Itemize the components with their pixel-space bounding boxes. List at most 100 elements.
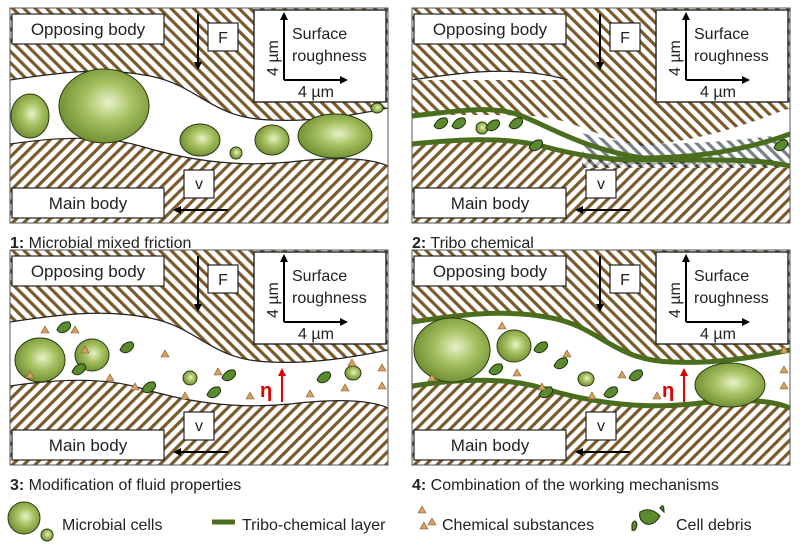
roughness-label-2: roughness (694, 48, 769, 65)
velocity-box (585, 411, 617, 441)
main-body-box (413, 187, 567, 219)
panel-caption-text: Tribo chemical (426, 235, 534, 252)
velocity-label: v (597, 418, 605, 435)
chemical-substance (652, 391, 662, 400)
scale-y-label: 4 µm (667, 40, 684, 76)
chemical-substances-icon (419, 521, 429, 530)
panel-frame (9, 7, 389, 224)
microbial-cell (182, 370, 198, 386)
main-body-label: Main body (451, 194, 530, 213)
microbial-cell (229, 146, 243, 160)
main-body-box (413, 429, 567, 461)
opposing-body-box (11, 255, 165, 287)
microbial-cell (179, 123, 221, 157)
microbial-cell (344, 365, 362, 381)
main-body-box (11, 187, 165, 219)
legend-label: Microbial cells (62, 517, 162, 534)
panel-number: 2: (412, 235, 426, 252)
main-body-label: Main body (49, 436, 128, 455)
chemical-substance (512, 368, 522, 377)
microbial-cells-icon-small (40, 528, 54, 542)
opposing-body-label: Opposing body (31, 262, 146, 281)
chemical-substance (160, 349, 170, 358)
chemical-substance (497, 321, 507, 330)
chemical-substance (105, 373, 115, 382)
panel-caption: 2: Tribo chemical (412, 235, 534, 252)
force-label: F (218, 272, 228, 289)
velocity-box (585, 169, 617, 199)
cell-debris-icon (639, 509, 661, 525)
cell-debris (485, 119, 501, 132)
chemical-substance (180, 391, 190, 400)
chemical-substance (779, 381, 789, 390)
force-label: F (620, 30, 630, 47)
microbial-cell (297, 113, 373, 159)
opposing-body-label: Opposing body (433, 262, 548, 281)
chemical-substance (377, 363, 387, 372)
chemical-substance (347, 358, 357, 367)
scale-x-label: 4 µm (298, 326, 334, 343)
panel-number: 1: (10, 235, 24, 252)
chemical-substance (587, 391, 597, 400)
roughness-label-2: roughness (292, 290, 367, 307)
chemical-substance (537, 382, 547, 391)
opposing-body-box (413, 13, 567, 45)
cell-debris (451, 117, 467, 130)
chemical-substances-icon (417, 505, 427, 514)
panel-caption: 1: Microbial mixed friction (10, 235, 191, 252)
velocity-box (183, 411, 215, 441)
scale-x-label: 4 µm (700, 326, 736, 343)
microbial-cell (370, 102, 384, 114)
cell-debris-icon-tip (659, 505, 665, 514)
cell-debris (528, 139, 544, 152)
chemical-substance (70, 325, 80, 334)
chemical-substance (245, 391, 255, 400)
panel-caption-text: Microbial mixed friction (24, 235, 191, 252)
chemical-substance (40, 325, 50, 334)
cell-debris (221, 369, 237, 382)
tribo-layer-bottom (412, 137, 790, 169)
velocity-label: v (597, 176, 605, 193)
chemical-substances-icon (427, 517, 437, 526)
velocity-label: v (195, 418, 203, 435)
chemical-substance (562, 349, 572, 358)
scale-y-label: 4 µm (667, 282, 684, 318)
chemical-substance (779, 365, 789, 374)
cell-debris (119, 341, 135, 354)
microbial-cell (74, 338, 110, 372)
roughness-box (655, 251, 789, 345)
chemical-substance (617, 370, 627, 379)
panel-frame (411, 249, 791, 466)
chemical-substance (340, 383, 350, 392)
roughness-label-1: Surface (292, 268, 347, 285)
panel-number: 4: (412, 477, 426, 494)
roughness-box (253, 9, 387, 103)
force-box (207, 264, 239, 294)
cell-debris (206, 386, 222, 399)
chemical-substance (377, 381, 387, 390)
cell-debris (141, 381, 157, 394)
cell-debris (533, 341, 549, 354)
cell-debris (433, 117, 449, 130)
roughness-label-2: roughness (694, 290, 769, 307)
cell-debris (628, 369, 644, 382)
roughness-label-2: roughness (292, 48, 367, 65)
microbial-cell (413, 317, 491, 383)
viscosity-label: η (662, 380, 674, 402)
microbial-cell (577, 371, 595, 387)
force-box (609, 22, 641, 52)
panel-frame (9, 249, 389, 466)
cell-debris (603, 386, 619, 399)
cell-debris (71, 363, 87, 376)
roughness-box (655, 9, 789, 103)
force-box (207, 22, 239, 52)
roughness-label-1: Surface (694, 26, 749, 43)
main-body-box (11, 429, 165, 461)
force-box (609, 264, 641, 294)
force-label: F (218, 30, 228, 47)
opposing-body-label: Opposing body (31, 20, 146, 39)
opposing-body-label: Opposing body (433, 20, 548, 39)
microbial-cell (10, 93, 50, 139)
chemical-substance (80, 345, 90, 354)
